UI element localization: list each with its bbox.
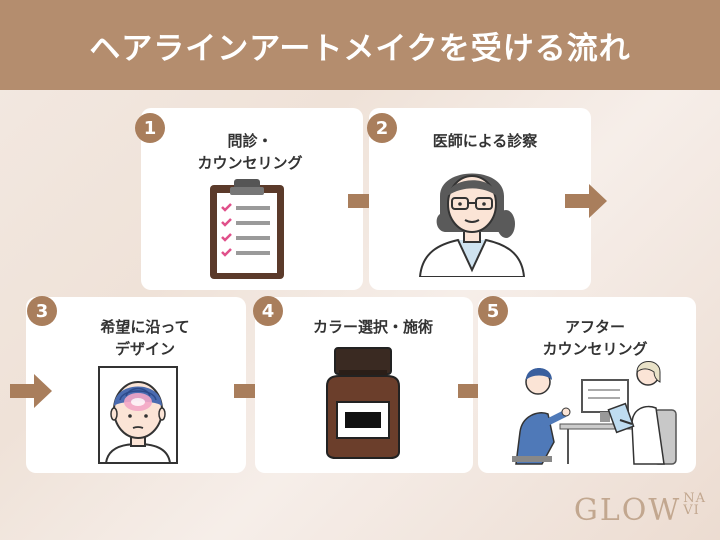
header-banner: ヘアラインアートメイクを受ける流れ [0, 0, 720, 90]
consultation-icon [512, 361, 677, 465]
pigment-bottle-icon [326, 347, 400, 459]
step-3-title: 希望に沿って デザイン [100, 318, 190, 358]
step-1-number: 1 [135, 113, 165, 143]
step-4-title: カラー選択・施術 [312, 318, 433, 336]
arrow-right-icon [10, 374, 52, 408]
step-4-number: 4 [253, 296, 283, 326]
doctor-icon [418, 173, 526, 277]
page-title: ヘアラインアートメイクを受ける流れ [89, 30, 631, 67]
step-1-title: 問診・ カウンセリング [197, 132, 303, 172]
step-5-number: 5 [478, 296, 508, 326]
step-5-title: アフター カウンセリング [542, 318, 648, 358]
step-2-title: 医師による診察 [432, 132, 538, 150]
head-design-icon [98, 366, 178, 464]
step-3-number: 3 [27, 296, 57, 326]
step-2-number: 2 [367, 113, 397, 143]
clipboard-checklist-icon [210, 179, 284, 279]
arrow-right-icon [565, 184, 607, 218]
